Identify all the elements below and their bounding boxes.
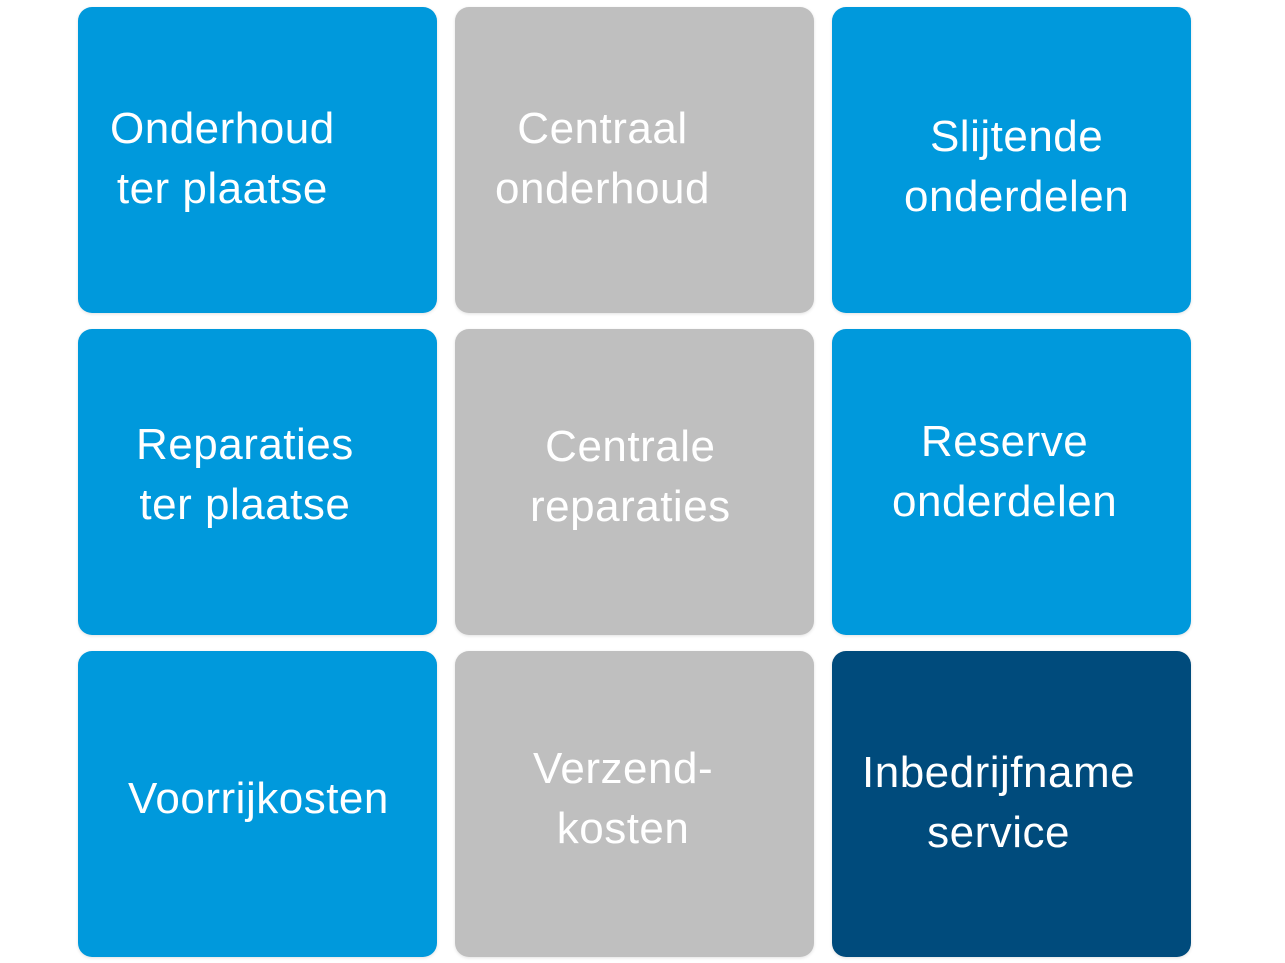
tile-label-line: Centraal [517,104,688,153]
tile-label: Reserve onderdelen [892,412,1117,532]
tile-voorrijkosten: Voorrijkosten [78,651,437,957]
tile-label: Slijtende onderdelen [904,107,1129,227]
tile-label: Verzend- kosten [533,739,713,859]
tile-label-line: Reserve [920,417,1089,466]
tile-label-line: Voorrijkosten [128,774,389,823]
tile-label: Inbedrijfname service [862,743,1135,863]
tile-reparaties-ter-plaatse: Reparaties ter plaatse [78,329,437,635]
tile-label: Onderhoud ter plaatse [110,99,335,219]
tile-label-line: Inbedrijfname [862,748,1136,797]
tile-label-line: Slijtende [929,112,1104,161]
tile-label-line: Verzend- [533,744,714,793]
service-tile-grid: Onderhoud ter plaatse Centraal onderhoud… [78,7,1192,957]
tile-label-line: reparaties [530,482,731,531]
tile-label-line: Centrale [545,422,716,471]
tile-label-line: service [927,808,1070,857]
tile-verzendkosten: Verzend- kosten [455,651,814,957]
tile-label-line: onderhoud [495,164,710,213]
tile-label-line: ter plaatse [116,164,328,213]
tile-onderhoud-ter-plaatse: Onderhoud ter plaatse [78,7,437,313]
tile-label-line: onderdelen [904,172,1130,221]
tile-centraal-onderhoud: Centraal onderhoud [455,7,814,313]
tile-slijtende-onderdelen: Slijtende onderdelen [832,7,1191,313]
tile-inbedrijfname-service: Inbedrijfname service [832,651,1191,957]
tile-label-line: Reparaties [136,420,354,469]
tile-label-line: onderdelen [892,477,1118,526]
tile-label: Reparaties ter plaatse [136,415,354,535]
tile-label-line: ter plaatse [139,480,351,529]
tile-label-line: kosten [556,804,690,853]
tile-label: Voorrijkosten [128,769,389,829]
tile-reserve-onderdelen: Reserve onderdelen [832,329,1191,635]
tile-label: Centraal onderhoud [495,99,710,219]
tile-label-line: Onderhoud [110,104,335,153]
tile-centrale-reparaties: Centrale reparaties [455,329,814,635]
tile-label: Centrale reparaties [530,417,731,537]
